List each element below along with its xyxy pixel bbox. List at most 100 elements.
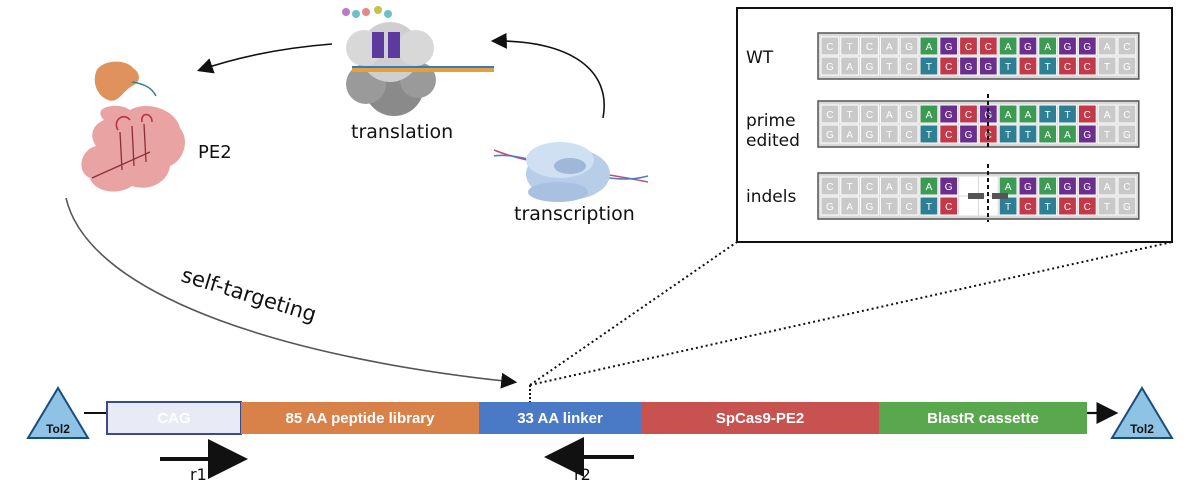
base-letter: T — [1045, 62, 1051, 73]
base-cell — [1097, 124, 1117, 144]
wt-label: WT — [746, 48, 774, 68]
base-letter: G — [1123, 130, 1131, 141]
base-letter: G — [826, 130, 834, 141]
base-cell — [959, 124, 978, 144]
base-cell — [1077, 36, 1097, 56]
base-letter: T — [847, 182, 853, 193]
base-cell — [998, 176, 1018, 196]
base-letter: C — [1024, 202, 1031, 213]
base-letter: A — [846, 62, 853, 73]
transcription-label: transcription — [514, 203, 635, 225]
base-letter: T — [1104, 202, 1110, 213]
polymerase-icon — [493, 142, 649, 202]
base-cell — [860, 104, 879, 124]
base-letter: A — [886, 110, 893, 121]
base-letter: C — [945, 130, 952, 141]
tol2-left-label: Tol2 — [46, 422, 70, 436]
base-cell — [998, 196, 1018, 216]
primer-r1-label: r1 — [190, 465, 207, 484]
base-letter: G — [866, 130, 874, 141]
base-cell — [840, 196, 860, 216]
base-letter: T — [886, 62, 892, 73]
transcription-to-translation-arrow — [490, 32, 605, 119]
base-cell — [959, 56, 978, 76]
base-cell — [939, 56, 959, 76]
base-letter: G — [866, 202, 874, 213]
base-letter: C — [965, 110, 972, 121]
base-cell — [1038, 176, 1058, 196]
base-letter: C — [866, 42, 873, 53]
base-letter: T — [847, 110, 853, 121]
base-cell — [820, 56, 840, 76]
base-cell — [1038, 104, 1058, 124]
base-letter: G — [1024, 182, 1032, 193]
base-cell — [840, 56, 860, 76]
base-letter: G — [965, 62, 973, 73]
prime-edited-label-line1: prime — [746, 111, 796, 131]
base-cell — [1038, 56, 1058, 76]
base-letter: C — [1123, 110, 1130, 121]
base-letter: C — [985, 130, 992, 141]
base-cell — [919, 104, 939, 124]
base-cell — [879, 36, 899, 56]
base-cell — [860, 196, 879, 216]
base-letter: G — [826, 202, 834, 213]
base-cell — [1018, 124, 1038, 144]
base-cell — [1097, 56, 1117, 76]
base-letter: T — [1005, 130, 1011, 141]
base-letter: A — [926, 42, 933, 53]
base-letter: G — [1083, 42, 1091, 53]
base-cell — [1117, 124, 1137, 144]
base-cell — [919, 196, 939, 216]
base-letter: G — [1123, 62, 1131, 73]
base-letter: G — [1083, 130, 1091, 141]
base-letter: C — [826, 182, 833, 193]
base-letter: A — [1044, 130, 1051, 141]
base-cell — [1058, 124, 1077, 144]
zoom-line-left — [529, 241, 738, 386]
base-cell — [840, 124, 860, 144]
base-cell — [939, 196, 959, 216]
base-cell — [939, 104, 959, 124]
base-cell — [840, 36, 860, 56]
base-cell — [820, 124, 840, 144]
base-letter: G — [1024, 42, 1032, 53]
base-cell — [1117, 196, 1137, 216]
base-cell — [1077, 124, 1097, 144]
construct-segment-4 — [879, 402, 1087, 434]
base-letter: T — [926, 202, 932, 213]
primer-r2-label: r2 — [574, 465, 591, 484]
zoom-line-right — [529, 241, 1173, 386]
base-cell — [939, 176, 959, 196]
pe2-protein-icon — [81, 61, 185, 192]
base-letter: G — [1083, 182, 1091, 193]
base-letter: G — [905, 110, 913, 121]
base-cell — [1117, 104, 1137, 124]
construct-segment-1 — [241, 402, 479, 434]
base-cell — [998, 36, 1018, 56]
base-cell — [879, 124, 899, 144]
base-cell — [939, 124, 959, 144]
base-cell — [1018, 104, 1038, 124]
base-letter: C — [945, 202, 952, 213]
construct-segment-label-3: SpCas9-PE2 — [716, 410, 804, 427]
indel-deletion-mark-right — [992, 193, 1008, 199]
base-letter: A — [886, 42, 893, 53]
base-letter: T — [1045, 110, 1051, 121]
base-cell — [899, 36, 919, 56]
base-letter: A — [926, 182, 933, 193]
pe2-label: PE2 — [198, 142, 232, 163]
base-letter: G — [1123, 202, 1131, 213]
base-letter: C — [1064, 62, 1071, 73]
base-cell — [899, 124, 919, 144]
base-cell — [919, 124, 939, 144]
base-letter: C — [1123, 42, 1130, 53]
base-letter: G — [1064, 42, 1072, 53]
base-letter: C — [1084, 110, 1091, 121]
base-letter: A — [1064, 130, 1071, 141]
base-cell — [879, 176, 899, 196]
self-targeting-arrow — [65, 197, 518, 389]
base-letter: G — [945, 42, 953, 53]
base-cell — [840, 104, 860, 124]
base-cell — [899, 56, 919, 76]
